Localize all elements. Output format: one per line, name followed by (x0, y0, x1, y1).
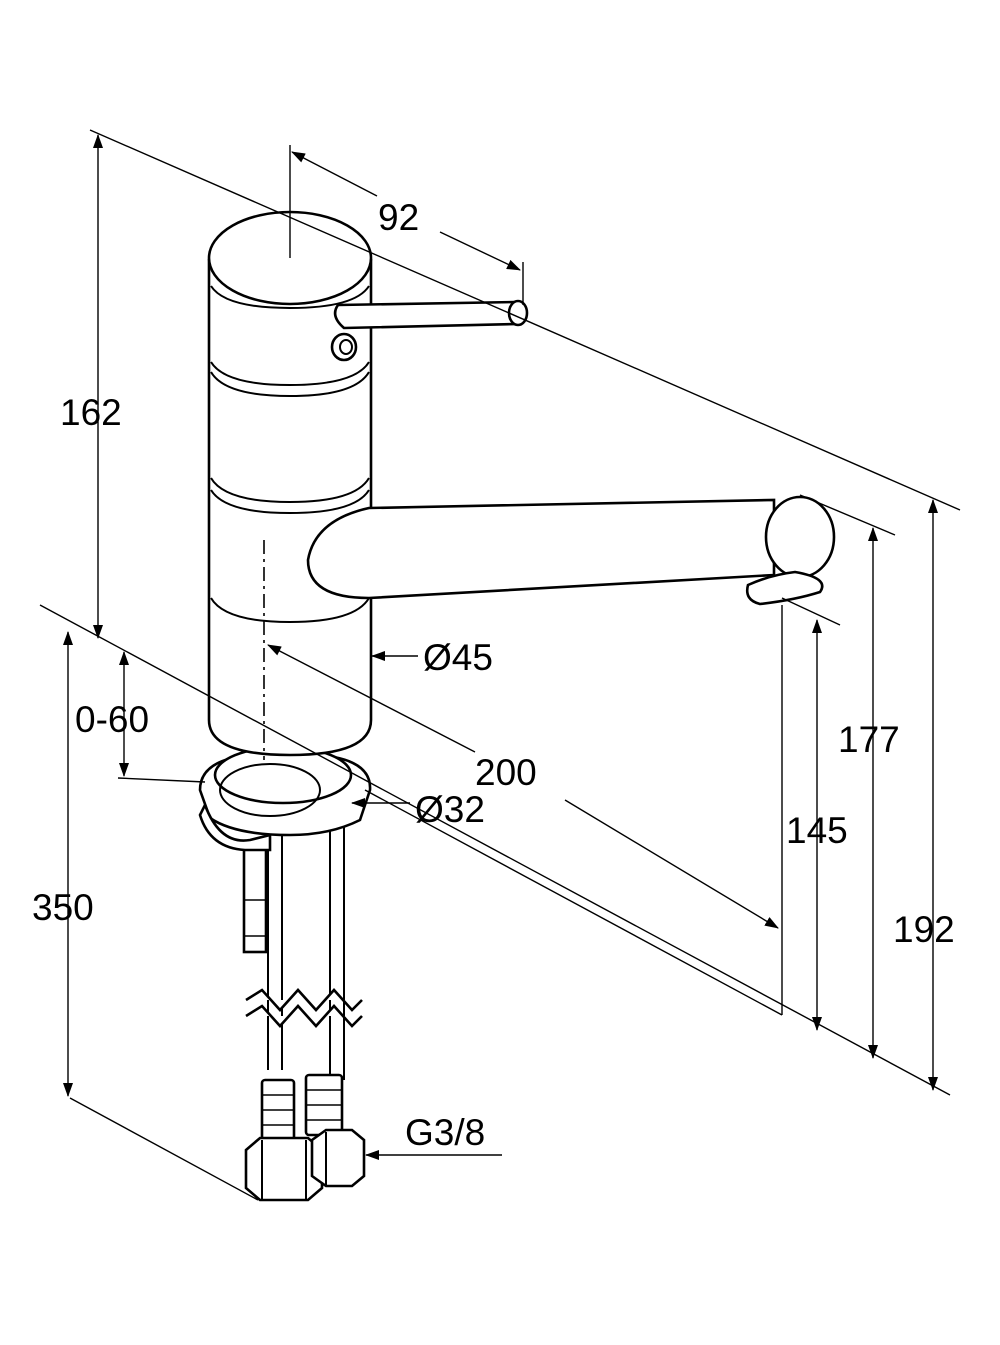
dimension-labels: 92 162 0-60 Ø45 200 Ø32 350 G3/8 145 177… (32, 197, 955, 1153)
spout-length-label: 200 (475, 752, 537, 793)
spout-height-177-label: 177 (838, 719, 900, 760)
hose-nuts (244, 1073, 366, 1202)
faucet-outline (198, 210, 836, 1202)
body-height-label: 162 (60, 392, 122, 433)
supply-hoses (245, 800, 363, 1080)
total-height-label: 192 (893, 909, 955, 950)
dimension-lines (39, 129, 961, 1201)
spout (306, 495, 836, 606)
connection-label: G3/8 (405, 1112, 485, 1153)
adjustment-label: 0-60 (75, 699, 149, 740)
faucet-body (207, 258, 373, 757)
hole-diameter-label: Ø32 (415, 789, 485, 830)
lever-handle (330, 299, 529, 362)
reach-label: 92 (378, 197, 419, 238)
spout-height-145-label: 145 (786, 810, 848, 851)
mounting-stud (242, 840, 268, 954)
hose-length-label: 350 (32, 887, 94, 928)
body-diameter-label: Ø45 (423, 637, 493, 678)
